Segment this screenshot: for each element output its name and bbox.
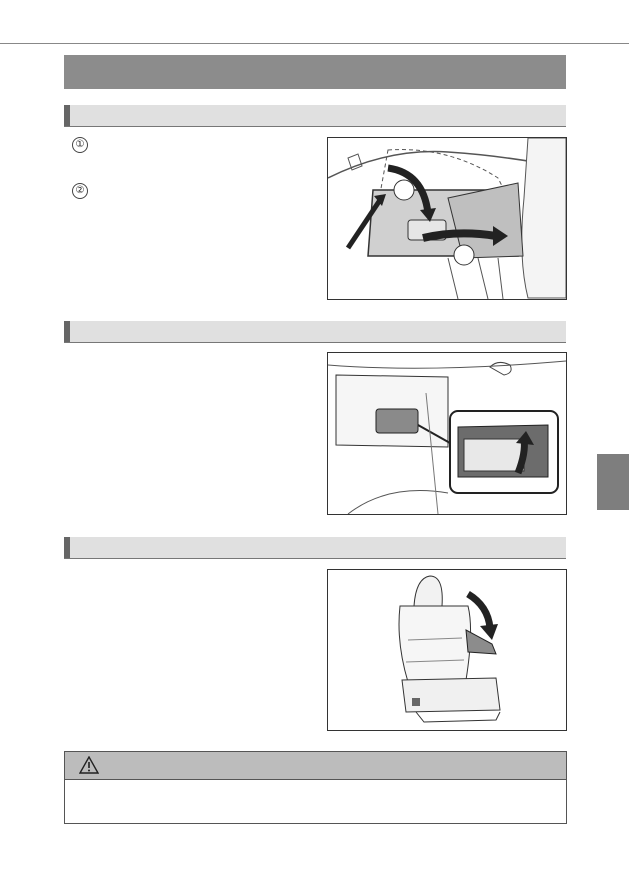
section-header-vanity-mirror [64,321,566,343]
section-header-sun-visor [64,105,566,127]
armrest-illustration [327,569,567,731]
warning-box [64,751,567,824]
chapter-side-tab [597,454,629,510]
vanity-mirror-illustration [327,352,567,515]
top-rule [0,43,629,44]
section-header-armrest [64,537,566,559]
warning-header [65,752,566,780]
step-number-2: ② [72,183,88,199]
sun-visor-illustration [327,137,567,300]
warning-triangle-icon [79,756,99,774]
step-number-1: ① [72,137,88,153]
page-title-bar [64,55,566,89]
